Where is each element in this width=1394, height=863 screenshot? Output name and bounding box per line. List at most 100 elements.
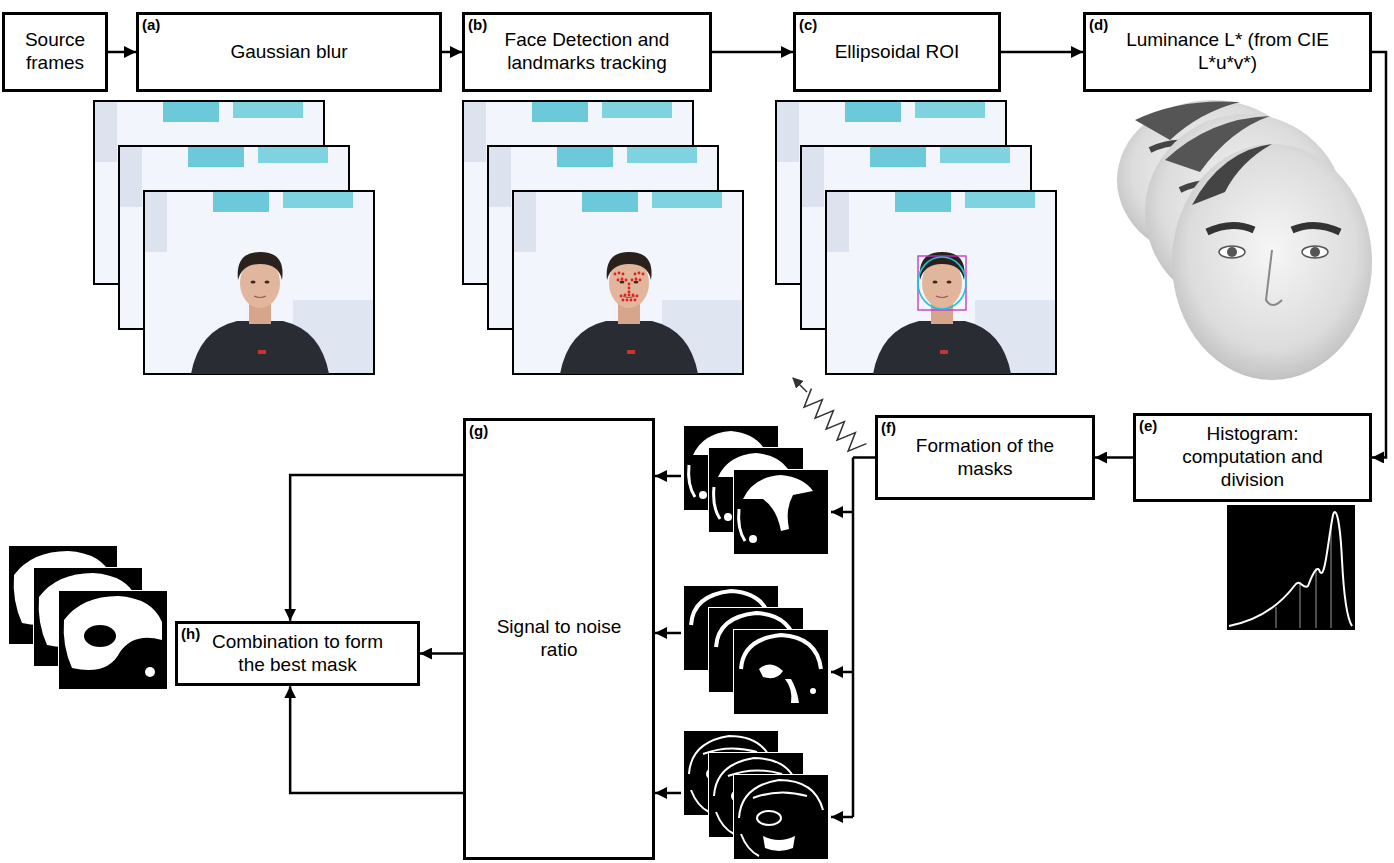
arrow-line — [290, 686, 463, 793]
illustration-part — [1227, 505, 1355, 630]
landmark-dots — [614, 272, 645, 302]
arrow-line — [290, 475, 463, 621]
landmark-frames-photos — [463, 101, 743, 374]
illustration-part — [1302, 246, 1328, 258]
box-label: Gaussian blur — [139, 41, 439, 64]
illustration-part — [642, 273, 645, 276]
arrow-line — [831, 816, 853, 819]
box-label: Formation of the masks — [878, 435, 1092, 481]
step-letter: (a) — [142, 16, 160, 33]
best-mask-stack — [9, 546, 168, 690]
arrow-line — [831, 511, 853, 514]
illustration-part — [636, 295, 639, 298]
process-box: (g) Signal to noise ratio — [463, 418, 655, 860]
illustration-part — [632, 294, 635, 297]
process-box: (b)Face Detection and landmarks tracking — [462, 12, 712, 92]
illustration-part — [1276, 525, 1331, 628]
illustration-part — [635, 278, 638, 281]
illustration-part — [918, 257, 966, 309]
flow-arrow — [290, 686, 463, 793]
arrow-line — [853, 456, 875, 459]
arrow-line — [420, 652, 463, 655]
illustration-part — [793, 378, 807, 392]
box-label: Histogram: computation and division — [1136, 423, 1369, 491]
illustration-part — [630, 299, 633, 302]
arrow-line — [1001, 51, 1083, 54]
illustration-part — [918, 256, 966, 310]
luminance-faces — [1117, 100, 1372, 380]
box-label: Ellipsoidal ROI — [796, 41, 998, 64]
flow-arrow — [712, 52, 793, 53]
illustration-part — [628, 283, 631, 286]
mask-stacks — [684, 426, 829, 860]
illustration-part — [826, 191, 1056, 374]
illustration-part — [1219, 246, 1245, 258]
arrow-line — [1095, 456, 1133, 459]
step-letter: (c) — [799, 16, 817, 33]
illustration-part — [614, 273, 617, 276]
illustration-part — [618, 272, 621, 275]
process-box: (e)Histogram: computation and division — [1133, 413, 1372, 501]
illustration-part — [622, 299, 625, 302]
box-label: Source frames — [5, 29, 105, 75]
process-box: Source frames — [2, 12, 108, 92]
illustration-part — [734, 775, 829, 860]
illustration-part — [624, 294, 627, 297]
illustration-part — [804, 389, 866, 452]
roi-frames-photos — [776, 101, 1056, 374]
box-label: Face Detection and landmarks tracking — [465, 29, 709, 75]
histogram-plot — [1227, 505, 1355, 630]
illustration-part — [621, 278, 624, 281]
flow-arrow — [420, 653, 463, 654]
illustration-part — [626, 299, 629, 302]
illustration-part — [1292, 225, 1340, 232]
arrow-line — [442, 51, 462, 54]
arrow-line — [655, 632, 681, 635]
step-letter: (g) — [469, 422, 488, 439]
illustration-part — [622, 273, 625, 276]
process-box: (c) Ellipsoidal ROI — [793, 12, 1001, 92]
illustration-part — [617, 279, 620, 282]
flow-arrow — [1001, 52, 1083, 53]
illustration-part — [1192, 144, 1272, 205]
illustration-part — [144, 191, 374, 374]
source-frames-photos — [94, 101, 374, 374]
illustration-part — [625, 279, 628, 282]
process-box: (a) Gaussian blur — [136, 12, 442, 92]
illustration-part — [1172, 144, 1372, 380]
illustration-part — [628, 291, 631, 294]
illustration-part — [628, 294, 631, 297]
illustration-part — [1207, 225, 1254, 232]
illustration-part — [628, 287, 631, 290]
illustration-part — [639, 279, 642, 282]
box-label: Signal to noise ratio — [466, 616, 652, 662]
illustration-part — [59, 591, 168, 690]
flow-arrow — [655, 458, 875, 818]
arrow-line — [108, 51, 136, 54]
box-label: Combination to form the best mask — [178, 631, 417, 677]
illustration-part — [634, 273, 637, 276]
box-label: Luminance L* (from CIE L*u*v*) — [1086, 29, 1369, 75]
arrow-line — [831, 671, 853, 674]
illustration-part — [734, 470, 829, 555]
step-letter: (h) — [181, 625, 200, 642]
illustration-part — [1310, 247, 1320, 257]
arrow-line — [655, 792, 681, 795]
step-letter: (b) — [468, 16, 487, 33]
noise-wave — [793, 378, 866, 451]
illustration-part — [734, 630, 829, 715]
illustration-part — [634, 299, 637, 302]
illustration-part — [1266, 250, 1282, 305]
process-box: (d)Luminance L* (from CIE L*u*v*) — [1083, 12, 1372, 92]
illustration-part — [631, 279, 634, 282]
step-letter: (d) — [1089, 16, 1108, 33]
flow-arrow — [1372, 52, 1386, 457]
flow-arrow — [108, 52, 136, 53]
flow-arrow — [1095, 457, 1133, 458]
flow-arrow — [290, 475, 463, 621]
illustration-part — [1227, 247, 1237, 257]
illustration-part — [1229, 512, 1352, 626]
arrow-line — [655, 475, 681, 478]
illustration-part — [513, 191, 743, 374]
